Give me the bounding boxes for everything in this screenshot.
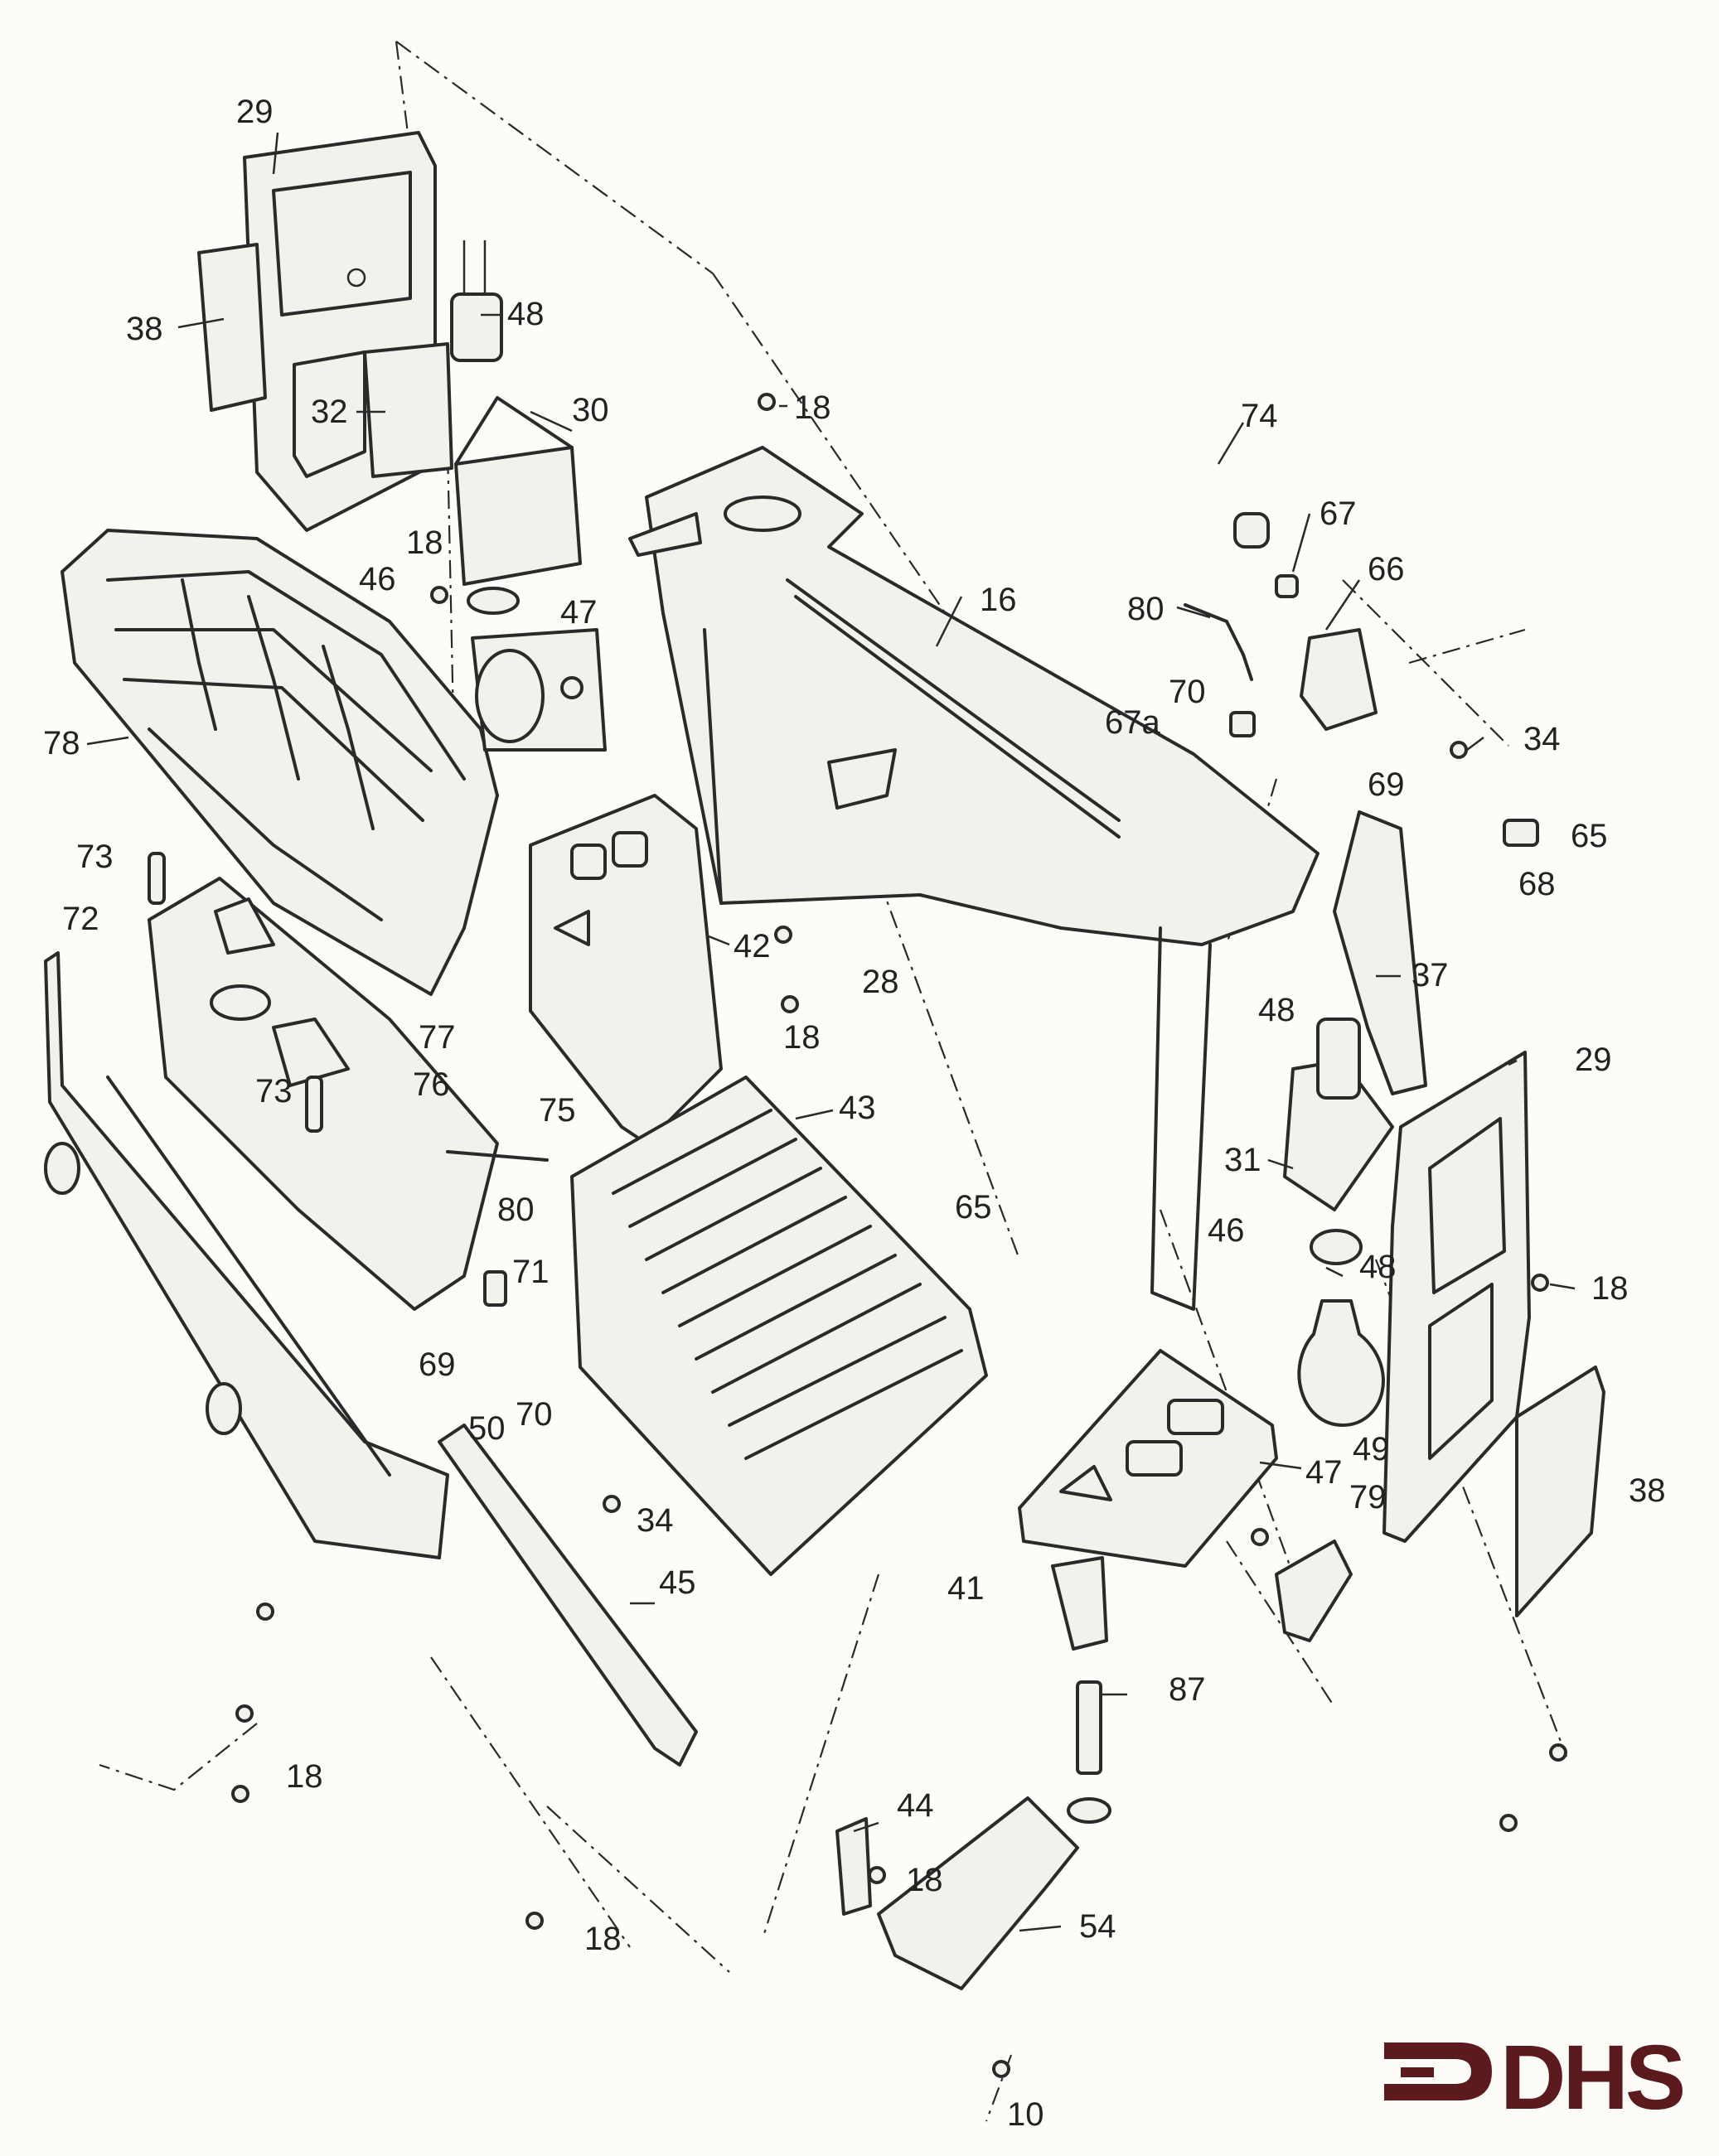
callout-34-upper: 34 (1523, 721, 1561, 757)
callout-78: 78 (43, 725, 80, 761)
part-38-cover-plate-left (197, 243, 267, 412)
callout-10: 10 (1007, 2096, 1044, 2133)
part-80-thermocouple (1184, 603, 1253, 681)
callout-16: 16 (980, 582, 1017, 618)
callout-73-lower: 73 (255, 1073, 293, 1109)
part-47-lamp-panel-upper (471, 628, 607, 752)
callout-30: 30 (572, 392, 609, 428)
part-73-pin-upper (148, 852, 166, 905)
part-37-bracket (1333, 810, 1427, 1095)
callout-29-right: 29 (1575, 1042, 1612, 1078)
callout-67: 67 (1320, 495, 1357, 532)
callout-47-lower: 47 (1305, 1454, 1343, 1491)
part-30-box (454, 396, 582, 615)
callout-73-upper: 73 (76, 839, 114, 875)
callout-80-upper: 80 (1127, 591, 1165, 627)
callout-79: 79 (1349, 1479, 1387, 1515)
callout-54: 54 (1079, 1908, 1116, 1945)
callout-18-lower-left: 18 (286, 1758, 323, 1795)
callout-44: 44 (897, 1787, 934, 1824)
callout-65-upper: 65 (1571, 818, 1608, 854)
callout-69-upper: 69 (1368, 766, 1405, 803)
part-74-connector (1233, 512, 1270, 549)
callout-28: 28 (862, 964, 899, 1000)
callout-50: 50 (468, 1410, 506, 1447)
callout-75: 75 (539, 1092, 576, 1129)
callout-46-lower: 46 (1208, 1212, 1245, 1249)
callout-18-lower-mid: 18 (906, 1862, 943, 1898)
part-75-pilot (446, 1150, 549, 1162)
part-42-rear-panel (529, 794, 723, 1145)
callout-69-lower: 69 (419, 1346, 456, 1383)
callout-87: 87 (1169, 1671, 1206, 1708)
part-48-ring (1310, 1229, 1363, 1265)
callout-72: 72 (62, 901, 99, 937)
callout-45: 45 (659, 1564, 696, 1601)
callout-80-lower: 80 (497, 1192, 535, 1228)
part-49-bulb (1297, 1299, 1385, 1427)
part-70-nut (1229, 711, 1256, 737)
callout-65-lower: 65 (955, 1189, 992, 1225)
callout-37: 37 (1412, 957, 1449, 993)
callout-18-bottom: 18 (584, 1921, 622, 1957)
part-79-control-module (1275, 1540, 1353, 1642)
part-41-bracket (1051, 1556, 1108, 1651)
dhs-logo: DHS (1384, 2027, 1687, 2129)
part-54-bottom-cover (877, 1796, 1079, 1990)
callout-38-left: 38 (126, 311, 163, 347)
leader-lines (86, 132, 1576, 1932)
part-65-switch (1503, 819, 1539, 847)
callout-77: 77 (419, 1019, 456, 1056)
callout-49: 49 (1353, 1431, 1390, 1467)
part-45-lower-rail (438, 1424, 698, 1767)
callout-48-right: 48 (1258, 992, 1295, 1028)
callout-34-lower: 34 (637, 1502, 674, 1539)
part-67-fitting (1275, 574, 1299, 598)
callout-42: 42 (734, 928, 771, 964)
callout-38-right: 38 (1629, 1472, 1666, 1509)
callout-43: 43 (839, 1090, 876, 1126)
part-48-lamp-holder-upper (450, 240, 503, 362)
part-66-valve (1300, 628, 1378, 731)
callout-48-lower: 48 (1359, 1249, 1397, 1285)
callout-31: 31 (1224, 1142, 1261, 1178)
part-38-cover-plate-right (1515, 1366, 1605, 1617)
callout-18-mid: 18 (783, 1019, 821, 1056)
callout-46-upper: 46 (359, 561, 396, 597)
callout-70-lower: 70 (516, 1396, 553, 1433)
callout-68: 68 (1518, 866, 1556, 902)
part-48-lamp-holder-right (1316, 1018, 1361, 1100)
part-16-main-chassis (628, 446, 1320, 1311)
part-32-panel (363, 342, 453, 478)
callout-18-top: 18 (794, 389, 831, 426)
part-43-fire-bed-grid (570, 1076, 988, 1576)
callout-48-upper: 48 (507, 296, 545, 332)
part-78-log-fuel-bed (61, 529, 499, 996)
part-71-injector (483, 1270, 507, 1307)
callout-74: 74 (1241, 398, 1278, 434)
callout-18-right: 18 (1591, 1270, 1629, 1307)
part-44-small-bracket (835, 1817, 872, 1916)
callout-32: 32 (311, 394, 348, 430)
dhs-logo-arrow-icon (1384, 2042, 1492, 2100)
part-73-pin-lower (305, 1076, 323, 1133)
callout-41: 41 (947, 1570, 985, 1607)
callout-67a: 67a (1105, 704, 1160, 741)
callout-76: 76 (413, 1066, 450, 1103)
dhs-logo-text: DHS (1500, 2027, 1683, 2129)
part-87-bolt (1067, 1680, 1111, 1824)
callout-66: 66 (1368, 551, 1405, 587)
callout-47-upper: 47 (560, 594, 598, 631)
part-47-lamp-tray-lower (1018, 1349, 1278, 1568)
callout-29-top: 29 (236, 94, 274, 130)
callout-70-upper: 70 (1169, 674, 1206, 710)
callout-18-upper-left: 18 (406, 524, 443, 561)
fasteners (231, 393, 1567, 2078)
part-50-front-rail (44, 951, 449, 1559)
part-29-door-frame-right (1382, 1051, 1531, 1543)
callout-labels: 29 38 48 32 30 18 18 46 47 16 74 67 66 8… (43, 94, 1666, 2133)
callout-71: 71 (512, 1254, 550, 1290)
